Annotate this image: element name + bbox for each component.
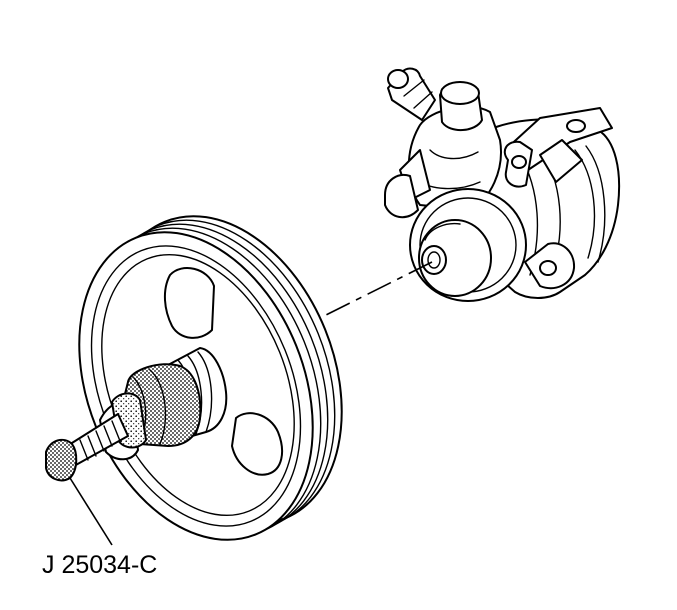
pulley-spoke-opening-bottom (231, 412, 284, 476)
power-steering-pump (384, 67, 621, 302)
pump-hub (418, 219, 492, 297)
installer-tool (45, 347, 228, 482)
bracket-hole-top (566, 119, 586, 133)
pulley-spoke-opening-top (164, 267, 215, 339)
alignment-centerline (311, 261, 433, 323)
tool-stud-head (45, 438, 78, 482)
callout-leader-line (69, 477, 113, 546)
tool-label: J 25034-C (42, 551, 157, 579)
bracket-hole-left (511, 155, 527, 169)
bracket-hole-bottom (539, 260, 557, 276)
pump-shaft (421, 245, 447, 275)
callout: J 25034-C (42, 477, 157, 579)
